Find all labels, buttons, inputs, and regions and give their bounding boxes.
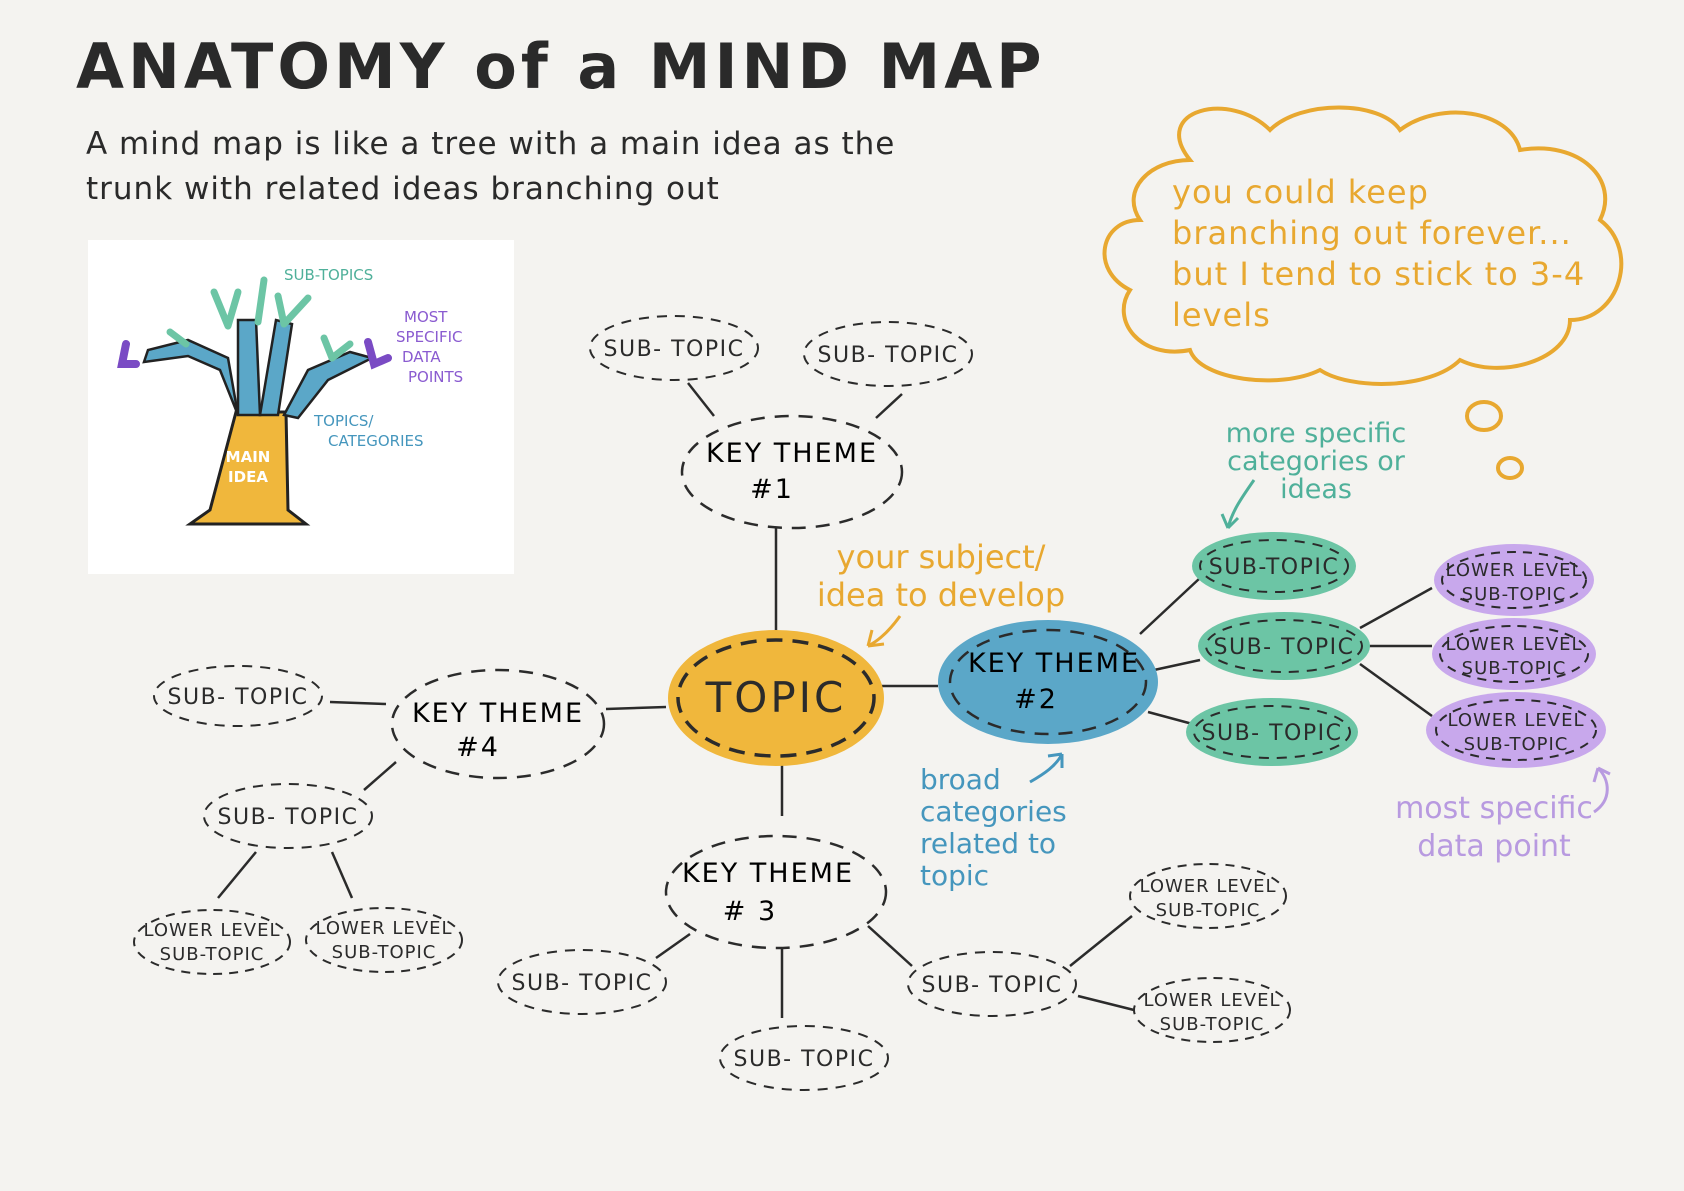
annotation-more-specific: more specific categories or ideas xyxy=(1225,418,1407,505)
sub-topic-node: SUB- TOPIC xyxy=(203,783,373,849)
topic-label: TOPIC xyxy=(705,673,847,722)
tree-branch xyxy=(142,338,240,416)
sub-topic-label: SUB- TOPIC xyxy=(818,343,959,368)
tree-topics-label: TOPICS/CATEGORIES xyxy=(313,412,424,450)
connectors xyxy=(217,382,1433,1018)
key-theme-3-node: KEY THEME# 3 xyxy=(664,834,888,950)
key-theme-1-label: KEY THEME#1 xyxy=(706,438,878,505)
topic-node: TOPIC xyxy=(668,630,884,766)
tree-branch xyxy=(258,318,294,417)
key-theme-4-node: KEY THEME#4 xyxy=(390,668,606,780)
annotation-broad: broad categories related to topic xyxy=(920,763,1067,892)
key-theme-3-label: KEY THEME# 3 xyxy=(682,858,854,927)
thought-bubble-large xyxy=(1465,400,1503,432)
thought-cloud-text: you could keep branching out forever... … xyxy=(1172,173,1586,334)
sub-topic-node: SUB- TOPIC xyxy=(907,951,1077,1017)
thought-cloud xyxy=(1102,105,1624,386)
sub-topic-node: SUB- TOPIC xyxy=(803,321,973,387)
key-theme-1-node: KEY THEME#1 xyxy=(680,414,904,530)
sub-topic-node: SUB- TOPIC xyxy=(153,665,323,727)
most-specific-arrow-icon xyxy=(1592,766,1611,814)
annotation-subject: your subject/ idea to develop xyxy=(816,538,1066,614)
tree-twigs xyxy=(166,276,354,362)
sub-topic-label: SUB- TOPIC xyxy=(604,337,745,362)
subject-arrow-icon xyxy=(866,615,902,648)
sub-topic-label: SUB- TOPIC xyxy=(168,685,309,710)
sub-topic-label: SUB- TOPIC xyxy=(218,805,359,830)
key-theme-4-label: KEY THEME#4 xyxy=(412,698,584,763)
sub-topic-green-node: SUB- TOPIC xyxy=(1198,612,1370,680)
tree-subtopics-label: SUB-TOPICS xyxy=(284,266,373,284)
sub-topic-label: SUB- TOPIC xyxy=(922,973,1063,998)
sub-topic-label: SUB- TOPIC xyxy=(1214,635,1355,660)
more-specific-arrow-icon xyxy=(1220,479,1256,530)
tree-data-points xyxy=(117,338,392,370)
sub-topic-node: SUB- TOPIC xyxy=(719,1025,889,1091)
broad-arrow-icon xyxy=(1029,752,1064,784)
sub-topic-green-node: SUB-TOPIC xyxy=(1192,532,1356,600)
page-subtitle: A mind map is like a tree with a main id… xyxy=(86,126,896,207)
sub-topic-green-node: SUB- TOPIC xyxy=(1186,698,1358,766)
sub-topic-label: SUB- TOPIC xyxy=(734,1047,875,1072)
sub-topic-node: SUB- TOPIC xyxy=(497,949,667,1015)
annotation-most-specific: most specific data point xyxy=(1395,791,1593,864)
sub-topic-node: SUB- TOPIC xyxy=(589,315,759,381)
key-theme-2-node: KEY THEME#2 xyxy=(938,620,1158,744)
thought-bubble-small xyxy=(1496,456,1524,480)
page-title: ANATOMY of a MIND MAP xyxy=(76,30,1046,103)
sub-topic-label: SUB- TOPIC xyxy=(1202,721,1343,746)
sub-topic-label: SUB- TOPIC xyxy=(512,971,653,996)
sub-topic-label: SUB-TOPIC xyxy=(1209,555,1339,580)
